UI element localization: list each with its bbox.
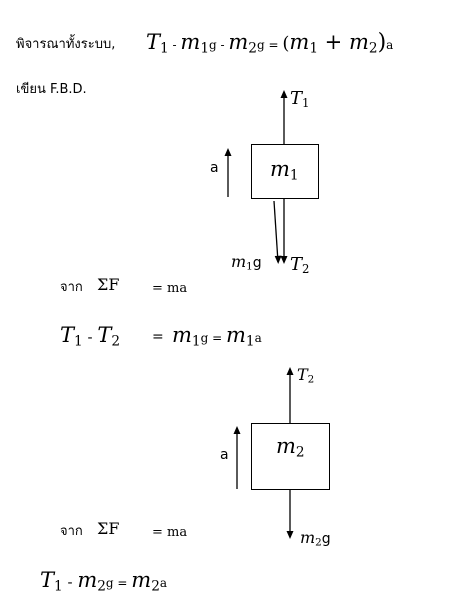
system-equation: T1 - m1g - m2g = (m1 + m2)a [146, 30, 394, 57]
eq1-equals: = [152, 329, 164, 345]
fbd2-weight-head [286, 531, 294, 539]
fbd1-weight-arrow [273, 200, 279, 263]
fbd2-tension-up-label: T2 [297, 365, 315, 386]
eq1-sum-force: ΣF [97, 275, 120, 294]
fbd2-weight-label: m2g [300, 528, 331, 549]
fbd1-tension-down-head [280, 256, 288, 264]
fbd1-tension-up-label: T1 [290, 88, 310, 110]
fbd1-accel-label: a [210, 160, 219, 176]
fbd1-mass-label: m1 [270, 157, 299, 184]
fbd1-weight-head [274, 255, 282, 264]
fbd2-tension-up-head [286, 367, 294, 375]
eq1-result: m1g = m1a [172, 323, 262, 350]
eq2-final: T1 - m2g = m2a [40, 568, 168, 595]
fbd2-accel-head [233, 426, 241, 434]
eq1-rhs: = ma [152, 281, 188, 296]
fbd2-mass-label: m2 [276, 434, 305, 461]
fbd-heading: เขียน F.B.D. [16, 82, 87, 97]
eq2-from-text: จาก [60, 524, 83, 539]
fbd2-mass-box [251, 423, 330, 490]
fbd2-accel-label: a [220, 447, 229, 463]
eq2-rhs: = ma [152, 525, 188, 540]
fbd1-weight-label: m1g [231, 252, 262, 273]
eq1-from-text: จาก [60, 280, 83, 295]
consider-system-text: พิจารณาทั้งระบบ, [16, 37, 116, 52]
eq1-lhs: T1 - T2 [60, 323, 121, 350]
fbd1-tension-up-head [280, 90, 288, 98]
fbd1-mass-box [251, 144, 319, 199]
eq2-sum-force: ΣF [97, 519, 120, 538]
fbd1-accel-head [224, 148, 232, 156]
fbd1-tension-down-label: T2 [290, 254, 310, 276]
